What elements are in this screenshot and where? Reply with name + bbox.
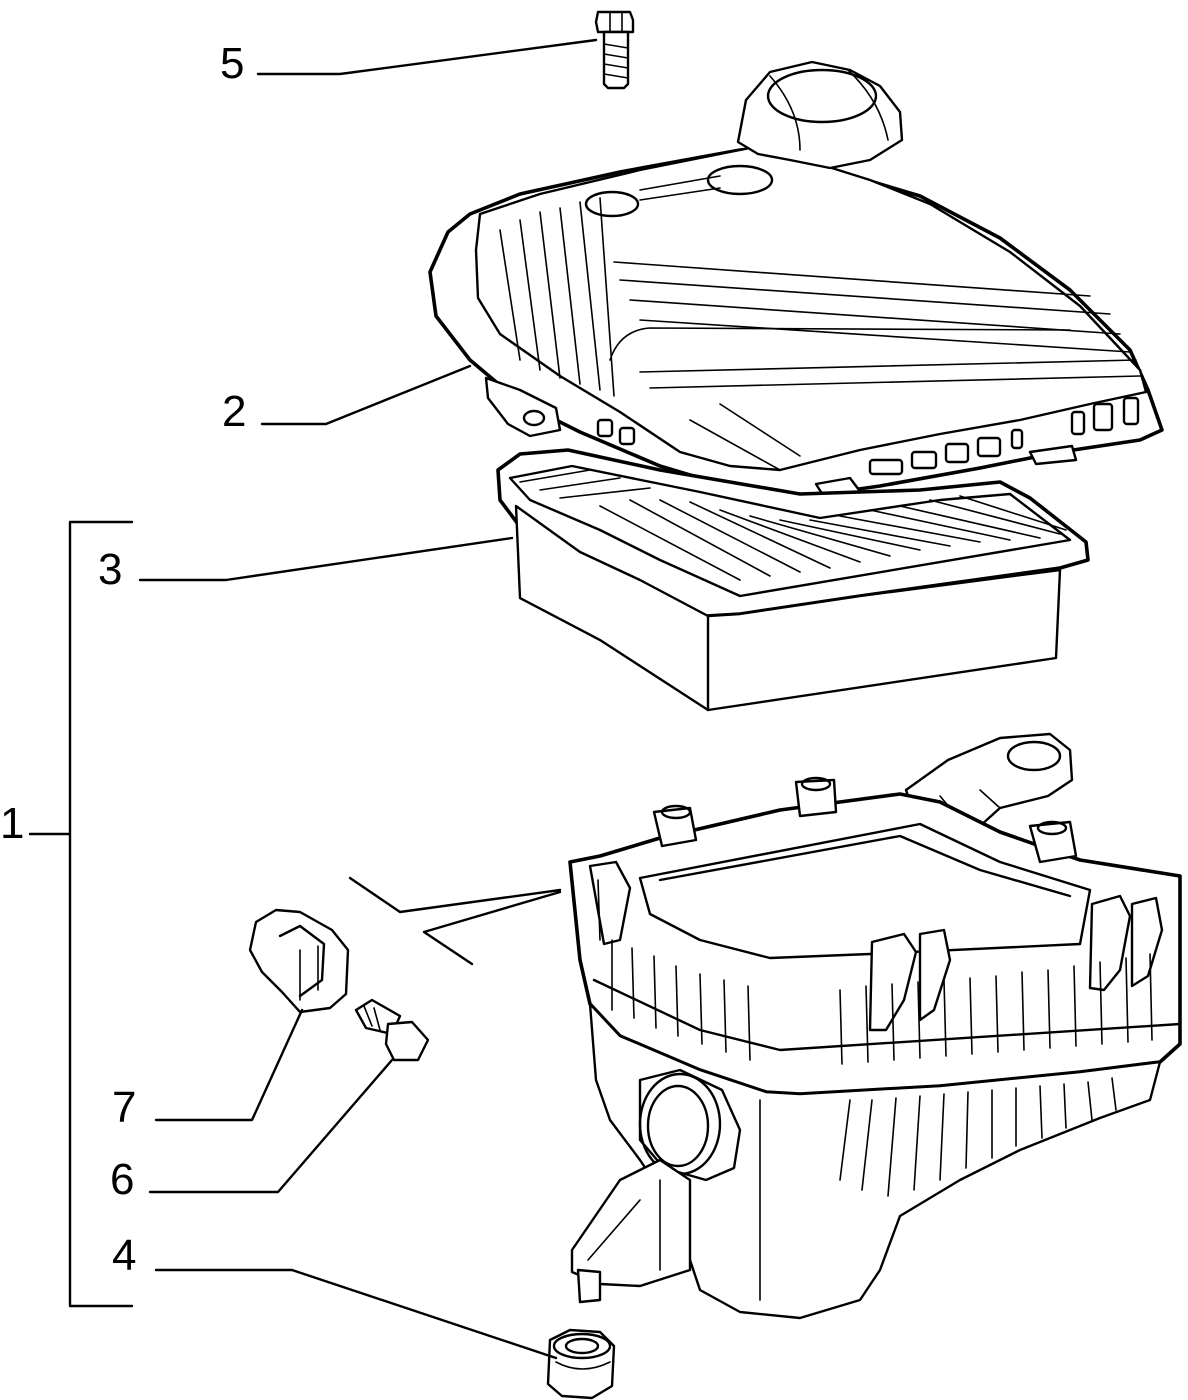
callout-6: 6 bbox=[110, 1155, 134, 1204]
housing-top-lugs bbox=[652, 776, 1078, 864]
part-7-connector bbox=[248, 908, 350, 1014]
callout-5: 5 bbox=[220, 39, 244, 88]
part-5-bolt bbox=[594, 10, 635, 90]
callout-3: 3 bbox=[98, 545, 122, 594]
housing-outlet-port bbox=[638, 1068, 742, 1182]
part-3-filter-element bbox=[496, 448, 1090, 712]
cover-side-slots bbox=[596, 396, 1140, 476]
callout-4: 4 bbox=[112, 1231, 136, 1280]
leader-lines bbox=[138, 38, 598, 1360]
callout-1: 1 bbox=[0, 799, 24, 848]
callout-2: 2 bbox=[222, 387, 246, 436]
part-6-screw bbox=[354, 998, 430, 1062]
part-2-filter-cover bbox=[428, 60, 1164, 502]
callout-numbers: 1 2 3 4 5 6 7 bbox=[0, 39, 246, 1280]
assembly-bracket bbox=[28, 520, 134, 1308]
callout-7: 7 bbox=[112, 1083, 136, 1132]
part-4-grommet bbox=[546, 1328, 616, 1400]
part-1-filter-housing bbox=[348, 732, 1182, 1320]
